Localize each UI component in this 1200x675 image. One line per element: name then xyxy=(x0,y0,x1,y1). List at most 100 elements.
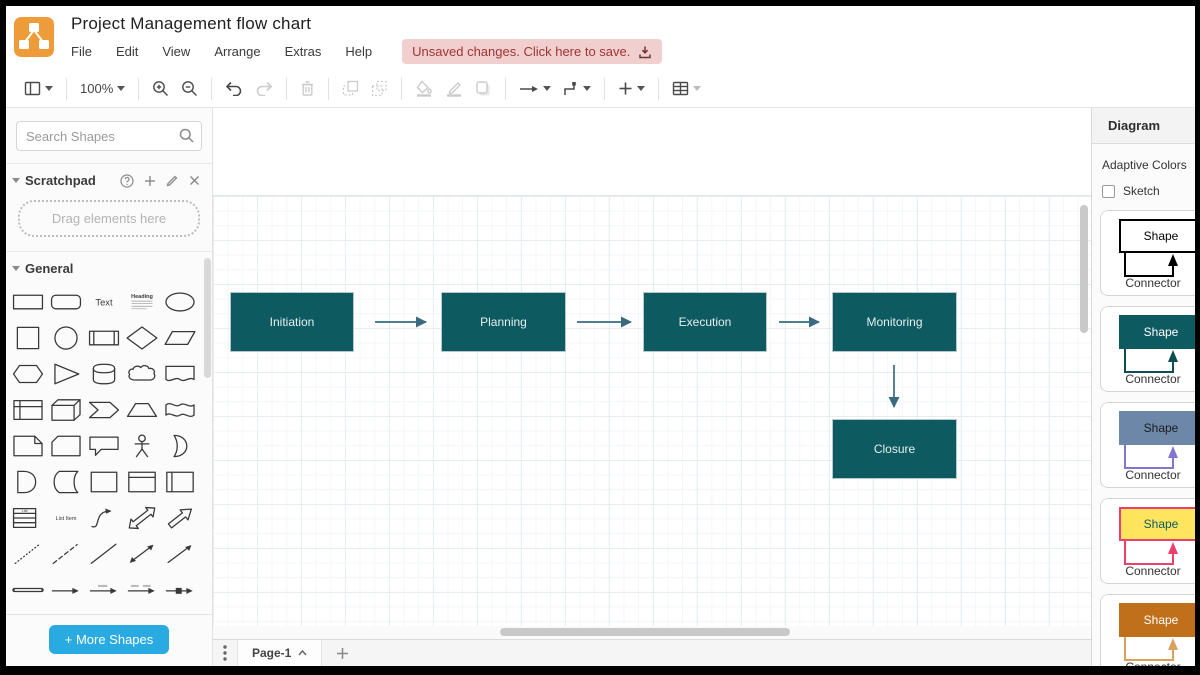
shape-tape[interactable] xyxy=(161,392,199,428)
page-tab[interactable]: Page-1 xyxy=(237,640,323,666)
pages-menu-button[interactable] xyxy=(213,645,237,661)
fill-color-button[interactable] xyxy=(409,76,439,101)
chevron-down-icon xyxy=(117,86,126,91)
shape-process[interactable] xyxy=(85,320,123,356)
unsaved-changes-banner[interactable]: Unsaved changes. Click here to save. xyxy=(402,39,663,64)
shape-arrow[interactable] xyxy=(161,500,199,536)
insert-button[interactable] xyxy=(612,77,651,100)
shape-step[interactable] xyxy=(85,392,123,428)
redo-button[interactable] xyxy=(249,77,279,100)
shape-arrow-link[interactable] xyxy=(47,572,85,608)
shape-labeled-arrow-2[interactable] xyxy=(123,572,161,608)
view-panels-button[interactable] xyxy=(18,77,59,100)
close-icon[interactable] xyxy=(189,175,200,186)
menu-item-help[interactable]: Help xyxy=(345,44,373,59)
connection-style-button[interactable] xyxy=(513,80,557,98)
canvas-horizontal-scrollbar[interactable] xyxy=(500,628,790,636)
scratchpad-header[interactable]: Scratchpad xyxy=(6,164,212,196)
to-back-button[interactable] xyxy=(365,76,394,101)
diagram-tab[interactable]: Diagram xyxy=(1092,108,1195,144)
shape-double-arrow[interactable] xyxy=(123,536,161,572)
shape-internal-storage[interactable] xyxy=(9,392,47,428)
style-shape-preview: Shape xyxy=(1119,603,1195,637)
zoom-out-button[interactable] xyxy=(175,76,204,101)
shape-node-arrow[interactable] xyxy=(161,572,199,608)
shape-cloud[interactable] xyxy=(123,356,161,392)
delete-button[interactable] xyxy=(294,76,321,101)
shape-bidirectional-arrow[interactable] xyxy=(123,500,161,536)
shape-heading[interactable]: Heading xyxy=(123,284,161,320)
scratchpad-dropzone[interactable]: Drag elements here xyxy=(18,200,200,237)
shape-cylinder[interactable] xyxy=(85,356,123,392)
shape-document[interactable] xyxy=(161,356,199,392)
zoom-in-button[interactable] xyxy=(146,76,175,101)
add-scratchpad-icon[interactable] xyxy=(144,175,156,187)
node-execution[interactable]: Execution xyxy=(643,292,767,352)
shape-note[interactable] xyxy=(9,428,47,464)
sidebar-scrollbar[interactable] xyxy=(204,258,211,378)
shape-directional-arrow[interactable] xyxy=(161,536,199,572)
node-closure[interactable]: Closure xyxy=(832,419,957,479)
shape-rectangle[interactable] xyxy=(9,284,47,320)
general-section-header[interactable]: General xyxy=(6,252,212,284)
shape-ellipse[interactable] xyxy=(161,284,199,320)
shape-or[interactable] xyxy=(161,428,199,464)
shape-list-item[interactable]: List Item xyxy=(47,500,85,536)
shape-and[interactable] xyxy=(9,464,47,500)
shape-card[interactable] xyxy=(47,428,85,464)
menu-item-edit[interactable]: Edit xyxy=(115,44,139,59)
menu-item-arrange[interactable]: Arrange xyxy=(214,44,261,59)
table-button[interactable] xyxy=(666,77,707,100)
shape-container-side[interactable] xyxy=(161,464,199,500)
canvas-vertical-scrollbar[interactable] xyxy=(1080,205,1088,333)
shape-dashed-line[interactable] xyxy=(47,536,85,572)
search-shapes-input[interactable] xyxy=(16,121,202,151)
menu-item-extras[interactable]: Extras xyxy=(284,44,322,59)
node-planning[interactable]: Planning xyxy=(441,292,566,352)
shape-container[interactable] xyxy=(85,464,123,500)
shape-hexagon[interactable] xyxy=(9,356,47,392)
add-page-button[interactable] xyxy=(322,640,363,666)
shape-text[interactable]: Text xyxy=(85,284,123,320)
help-icon[interactable] xyxy=(120,173,134,188)
shape-container-title[interactable] xyxy=(123,464,161,500)
more-shapes-button[interactable]: + More Shapes xyxy=(48,625,170,654)
shape-parallelogram[interactable] xyxy=(161,320,199,356)
menu-item-view[interactable]: View xyxy=(162,44,191,59)
shape-dotted-line[interactable] xyxy=(9,536,47,572)
to-front-button[interactable] xyxy=(336,76,365,101)
shape-list[interactable]: List xyxy=(9,500,47,536)
shape-diamond[interactable] xyxy=(123,320,161,356)
shape-line[interactable] xyxy=(85,536,123,572)
undo-button[interactable] xyxy=(219,77,249,100)
shape-cube[interactable] xyxy=(47,392,85,428)
menu-item-file[interactable]: File xyxy=(71,44,92,59)
shape-callout[interactable] xyxy=(85,428,123,464)
shape-data-storage[interactable] xyxy=(47,464,85,500)
shape-rounded-rectangle[interactable] xyxy=(47,284,85,320)
shape-circle[interactable] xyxy=(47,320,85,356)
chevron-down-icon xyxy=(543,86,552,91)
shadow-button[interactable] xyxy=(469,76,498,101)
shape-curve[interactable] xyxy=(85,500,123,536)
node-monitoring[interactable]: Monitoring xyxy=(832,292,957,352)
edit-pencil-icon[interactable] xyxy=(166,174,179,187)
shape-trapezoid[interactable] xyxy=(123,392,161,428)
waypoint-style-button[interactable] xyxy=(557,77,597,100)
shape-square[interactable] xyxy=(9,320,47,356)
page-tab-label: Page-1 xyxy=(252,646,292,660)
zoom-dropdown[interactable]: 100% xyxy=(74,77,131,100)
shape-labeled-arrow[interactable] xyxy=(85,572,123,608)
node-initiation[interactable]: Initiation xyxy=(230,292,354,352)
sketch-checkbox[interactable] xyxy=(1102,184,1115,198)
line-color-button[interactable] xyxy=(439,76,469,101)
shape-triangle[interactable] xyxy=(47,356,85,392)
shape-link[interactable] xyxy=(9,572,47,608)
shape-actor[interactable] xyxy=(123,428,161,464)
